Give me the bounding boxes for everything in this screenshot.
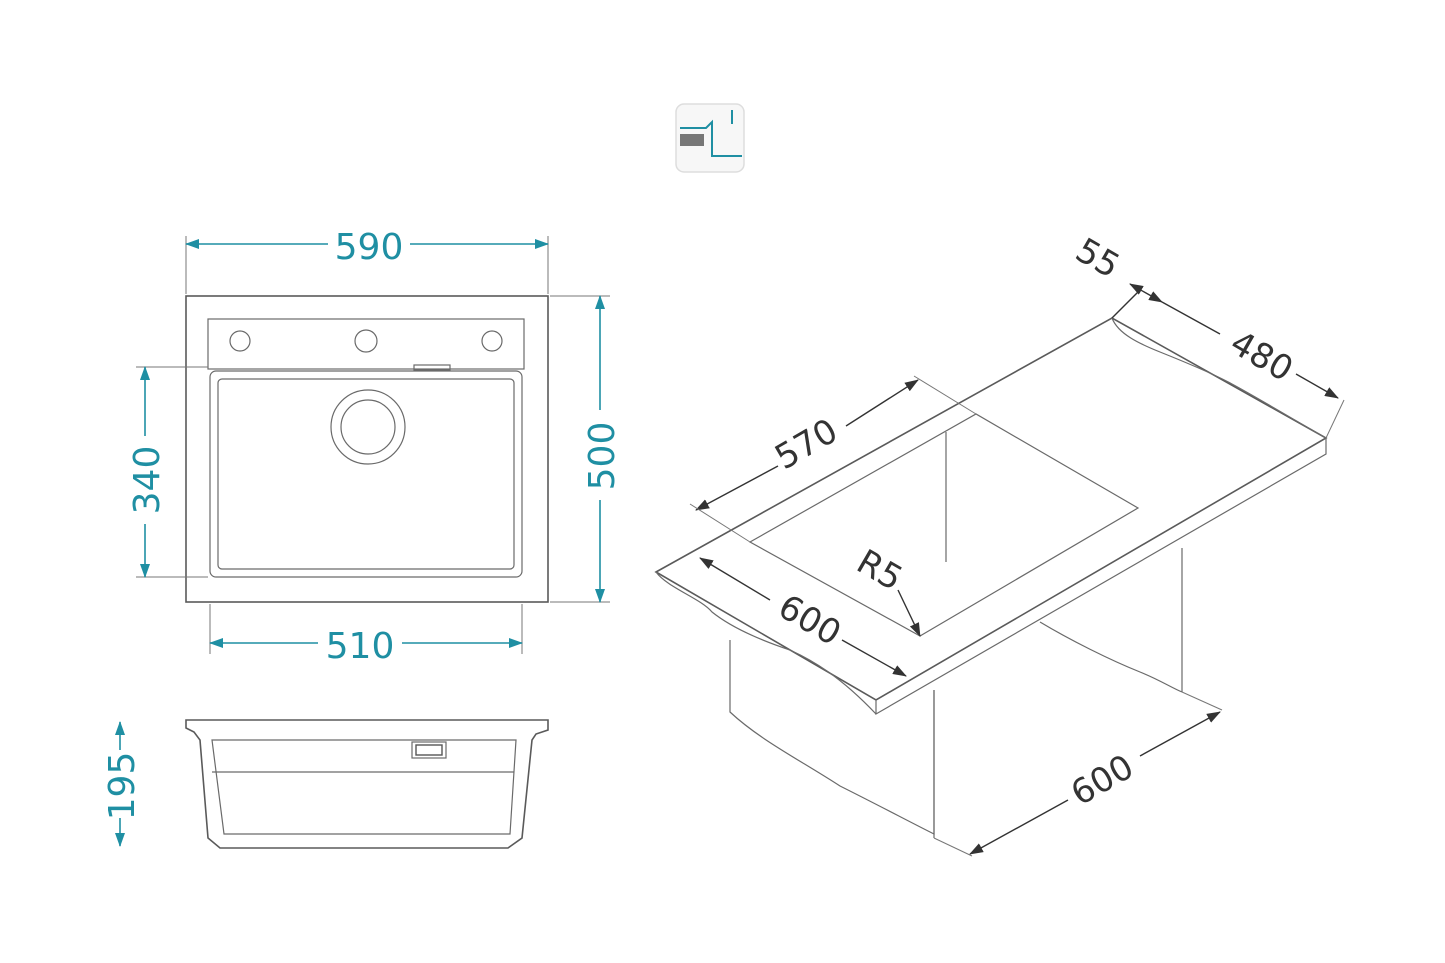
drain-inner [340, 399, 396, 455]
dim-rim-width: 55 [1069, 230, 1126, 286]
overflow-slot [413, 364, 451, 371]
dim-sink-depth: 195 [102, 752, 143, 821]
dim-cabinet-depth: 480 [1223, 323, 1299, 390]
tap-hole-center [354, 329, 378, 353]
undermount-icon [675, 103, 745, 173]
dim-overall-depth: 500 [582, 422, 623, 491]
side-view: 195 [102, 719, 549, 849]
tap-hole-right [481, 330, 503, 352]
cabinet-view: 55 480 570 R5 600 600 [654, 230, 1345, 857]
overflow-outlet [411, 741, 447, 759]
dim-corner-radius: R5 [850, 542, 909, 599]
sink-outline [185, 295, 549, 603]
dim-cabinet-width: 600 [1064, 747, 1140, 814]
dim-worktop-width: 600 [771, 587, 847, 654]
tap-ledge [207, 318, 525, 370]
dim-bowl-depth: 340 [127, 446, 168, 515]
dim-cutout-width: 570 [768, 411, 844, 478]
tap-hole-left [229, 330, 251, 352]
dim-overall-width: 590 [335, 227, 404, 268]
top-view: 590 500 340 510 [127, 227, 623, 667]
bowl-outline [209, 370, 523, 578]
dim-bowl-width: 510 [326, 626, 395, 667]
drain-outer [330, 389, 406, 465]
